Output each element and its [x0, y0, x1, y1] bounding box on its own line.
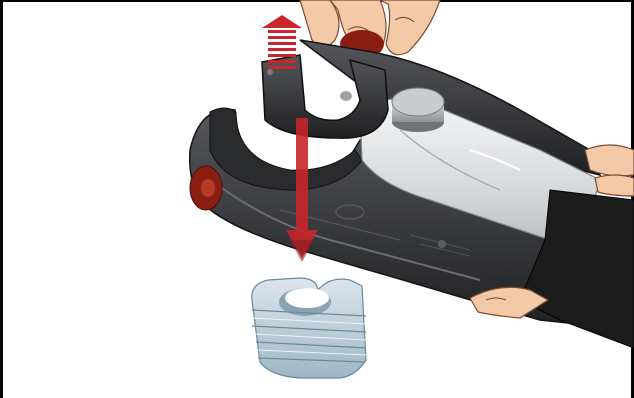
crimp-insert [252, 278, 366, 378]
arrow-up-icon [262, 15, 302, 69]
release-knob [392, 88, 444, 132]
left-pivot [190, 166, 222, 210]
